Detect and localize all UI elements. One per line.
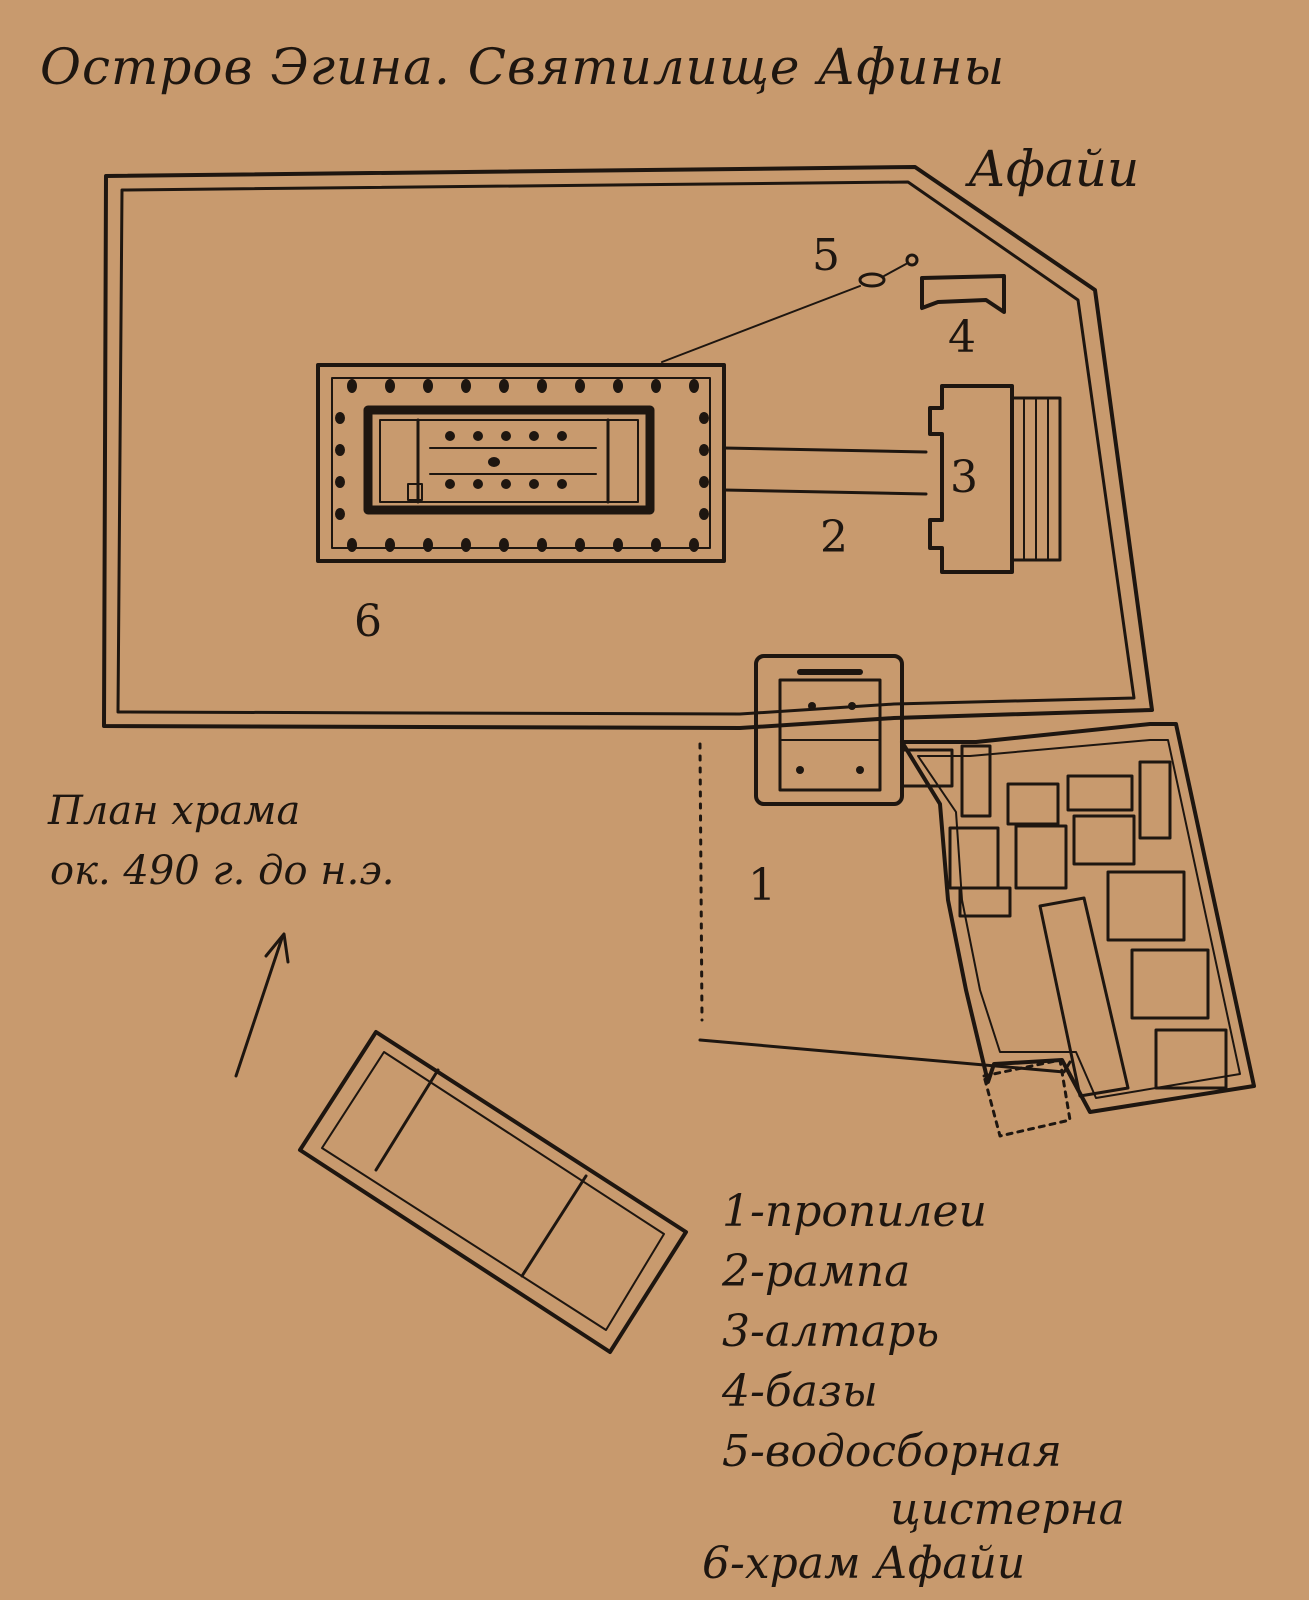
marker-5: 5 — [812, 230, 840, 281]
enclosure-line — [698, 1038, 1072, 1074]
peristyle-columns — [335, 379, 709, 552]
temenos-wall-inner — [116, 180, 1136, 716]
temple-aphaia — [316, 363, 726, 563]
bases — [920, 274, 1006, 314]
detached-building — [298, 1030, 688, 1354]
plan-note-line-2: ок. 490 г. до н.э. — [50, 848, 395, 894]
enclosure-dotted-line — [698, 742, 704, 1022]
legend-item-2: 2-рампа — [722, 1246, 911, 1297]
title-line-2: Афайи — [968, 140, 1140, 198]
marker-1: 1 — [748, 860, 776, 911]
legend-item-3: 3-алтарь — [722, 1306, 940, 1357]
legend-item-5-continued: цистерна — [890, 1484, 1125, 1535]
southeast-complex — [900, 722, 1256, 1138]
legend-item-6: 6-храм Афайи — [702, 1538, 1026, 1589]
marker-4: 4 — [948, 312, 976, 363]
marker-2: 2 — [820, 512, 848, 563]
ramp — [722, 446, 928, 496]
altar — [928, 384, 1062, 574]
cistern — [661, 253, 919, 363]
marker-3: 3 — [950, 452, 978, 503]
plan-note-line-1: План храма — [48, 788, 301, 834]
marker-6: 6 — [354, 596, 382, 647]
north-arrow-icon — [234, 932, 290, 1078]
legend-item-4: 4-базы — [722, 1366, 878, 1417]
legend-item-5: 5-водосборная — [722, 1426, 1062, 1477]
propylaia — [754, 654, 904, 806]
legend-item-1: 1-пропилеи — [722, 1186, 987, 1237]
temenos-wall-outer — [102, 165, 1154, 730]
title-line-1: Остров Эгина. Святилище Афины — [40, 38, 1006, 96]
